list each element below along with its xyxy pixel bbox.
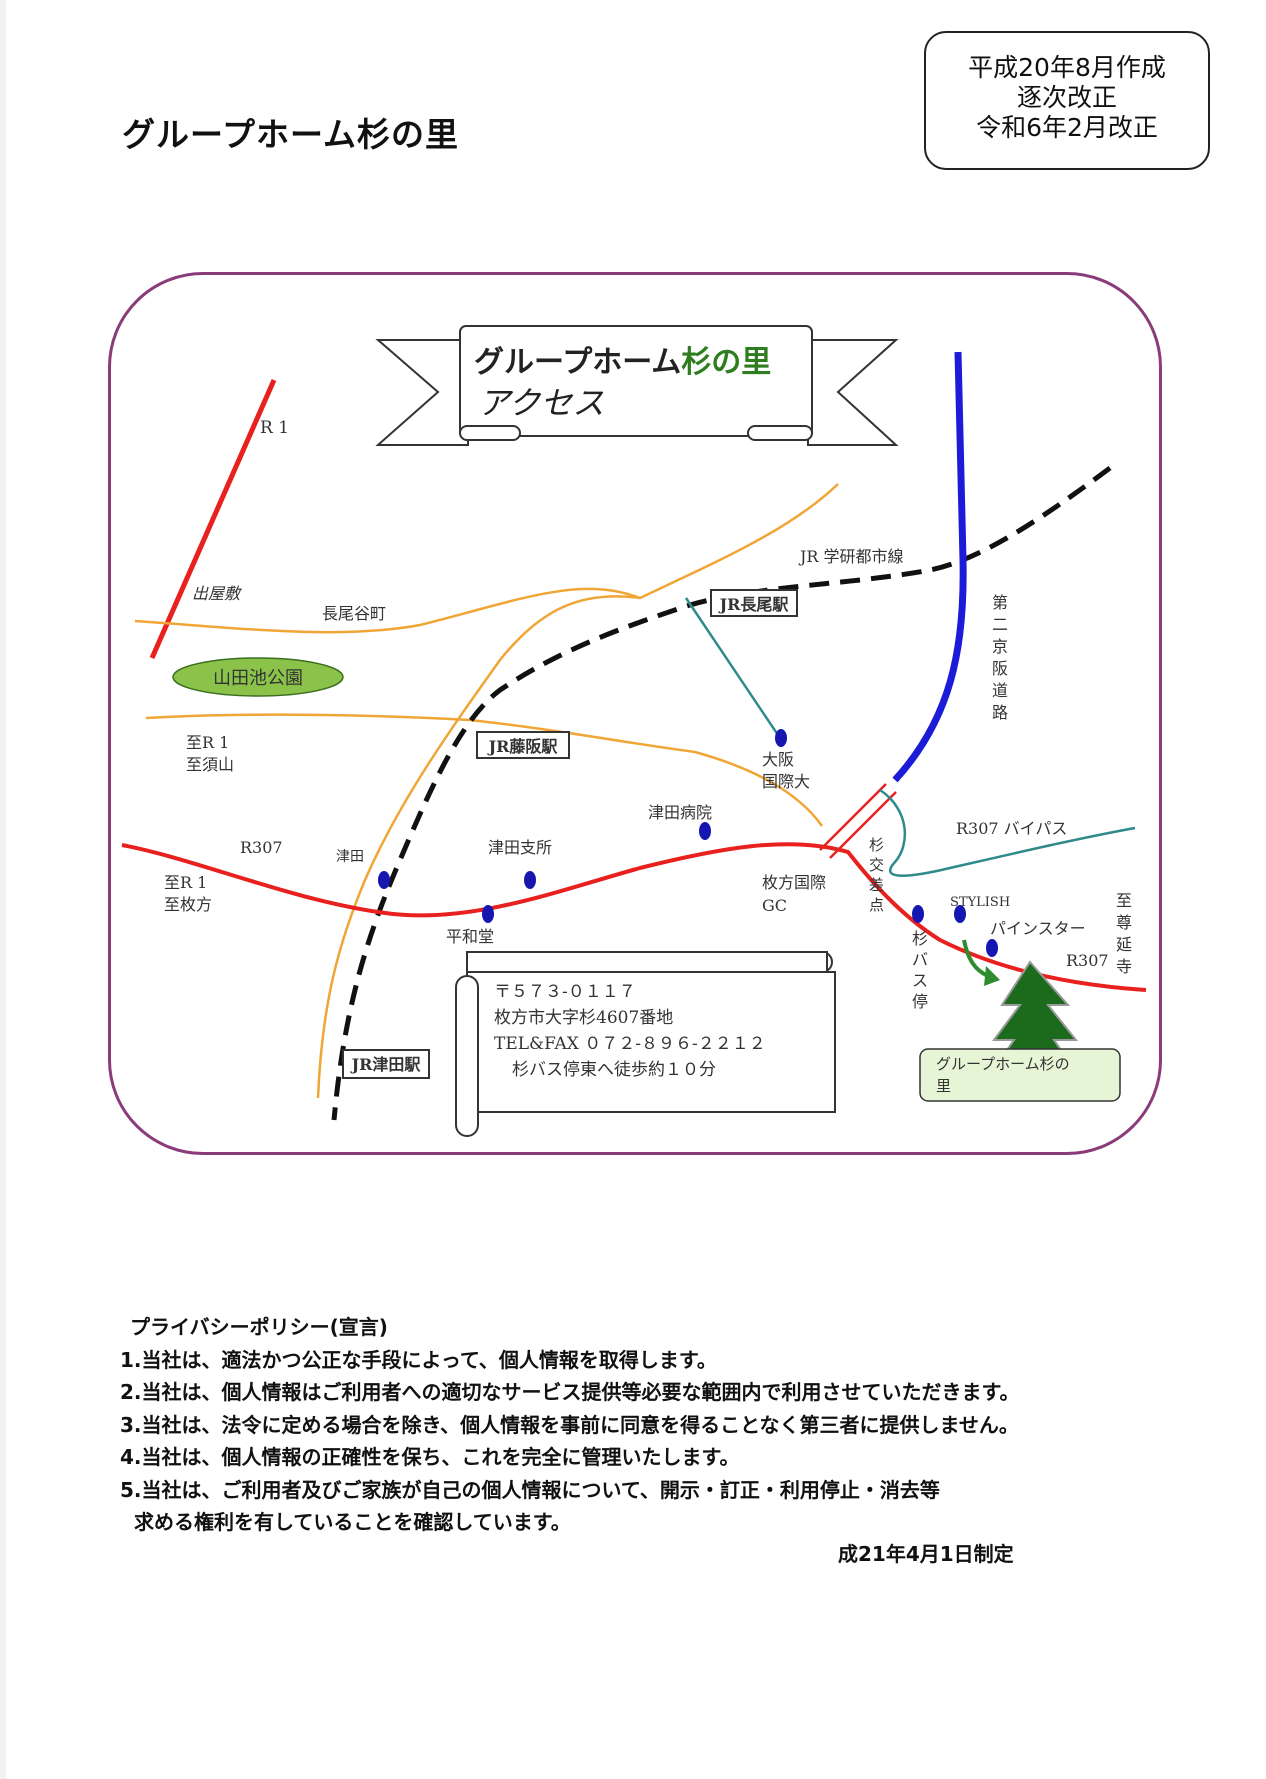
sugi-crossing-label: 杉交差点: [869, 836, 884, 914]
to-sonenji-label: 至尊延寺: [1116, 891, 1132, 976]
demyashiki-label: 出屋敷: [192, 584, 242, 603]
jr-tsuda-station: JR津田駅: [350, 1055, 422, 1074]
revision-ongoing: 逐次改正: [1016, 83, 1117, 112]
painstar-label: パインスター: [990, 919, 1086, 938]
revision-latest: 令和6年2月改正: [976, 113, 1158, 142]
privacy-item-2: 2.当社は、個人情報はご利用者への適切なサービス提供等必要な範囲内で利用させてい…: [120, 1380, 1020, 1404]
r1-road: [149, 378, 277, 660]
r307-label-west: R307: [240, 838, 283, 857]
privacy-item-4: 4.当社は、個人情報の正確性を保ち、これを完全に管理いたします。: [120, 1445, 740, 1469]
privacy-policy: プライバシーポリシー(宣言) 1.当社は、適法かつ公正な手段によって、個人情報を…: [120, 1311, 1180, 1539]
stylish-label: STYLISH: [950, 895, 1010, 910]
address-location: 枚方市大字杉4607番地: [494, 1008, 673, 1028]
page-title: グループホーム杉の里: [122, 115, 460, 154]
destination-box: [919, 1048, 1121, 1102]
local-road-west: [316, 595, 641, 1099]
to-hirakata-label: 至枚方: [164, 895, 212, 914]
revision-created: 平成20年8月作成: [968, 53, 1166, 82]
privacy-item-1: 1.当社は、適法かつ公正な手段によって、個人情報を取得します。: [120, 1347, 717, 1372]
to-r1-bottom-label: 至R 1: [164, 873, 207, 892]
page-edge: [0, 0, 6, 1779]
nagaodanicho-label: 長尾谷町: [322, 604, 386, 623]
banner-subtitle: アクセス: [478, 384, 604, 422]
r307-label-east: R307: [1066, 951, 1109, 970]
access-map: グループホーム杉の里 アクセス 山田池公園: [121, 325, 1147, 1137]
revision-box: 平成20年8月作成 逐次改正 令和6年2月改正: [924, 31, 1210, 170]
to-r1-label: 至R 1: [186, 733, 229, 752]
bus-stops: [378, 729, 998, 957]
r1-label: R 1: [260, 418, 289, 438]
bus-stop-tsuda: [378, 871, 390, 889]
bus-stop-stylish: [954, 905, 966, 923]
banner-title: グループホーム: [474, 345, 681, 380]
station-boxes: [342, 589, 798, 1079]
svg-text:グループホーム杉の里: グループホーム杉の里: [474, 345, 771, 380]
address-postal: 〒５７３-０１１７: [494, 982, 636, 1002]
map-banner: グループホーム杉の里 アクセス: [375, 325, 899, 446]
enacted-date: 成21年4月1日制定: [838, 1542, 1014, 1566]
address-tel: TEL&FAX ０７２-８９６-２２１２: [494, 1034, 766, 1054]
tsuda-label: 津田: [336, 849, 364, 865]
tsuda-branch-label: 津田支所: [488, 838, 552, 857]
local-road-middle: [145, 713, 824, 827]
bus-stop-heiwado: [482, 905, 494, 923]
r307-bypass-label: R307 バイパス: [956, 819, 1067, 838]
osaka-kokusai-label-2: 国際大: [762, 772, 810, 791]
expressway-ramp-b: [829, 791, 897, 859]
address-access: 杉バス停東へ徒歩約１０分: [512, 1060, 716, 1080]
destination-line-2: 里: [936, 1077, 951, 1095]
hirakata-gc-label-2: GC: [762, 896, 787, 915]
local-roads: [134, 483, 839, 1099]
sugi-bus-stop-label: 杉バス停: [912, 929, 928, 1011]
daini-keihan-road: [892, 351, 967, 783]
heiwado-label: 平和堂: [446, 927, 494, 946]
bus-stop-painstar: [986, 939, 998, 957]
bus-stop-osaka-kokusai: [775, 729, 787, 747]
map-frame: [108, 272, 1162, 1155]
hirakata-gc-label: 枚方国際: [762, 873, 826, 892]
osaka-kokusai-road: [684, 597, 782, 739]
jr-nagao-station: JR長尾駅: [718, 595, 790, 614]
r307-road: [121, 842, 1147, 992]
jr-line-label: JR 学研都市線: [798, 547, 904, 566]
teal-roads: [684, 597, 1136, 877]
jr-fujisaka-station: JR藤阪駅: [487, 737, 559, 756]
privacy-item-3: 3.当社は、法令に定める場合を除き、個人情報を事前に同意を得ることなく第三者に提…: [120, 1412, 1019, 1437]
bus-stop-tsuda-branch: [524, 871, 536, 889]
green-arrow-icon: [962, 939, 989, 978]
yamadaike-park: [172, 657, 344, 697]
privacy-heading: プライバシーポリシー(宣言): [130, 1315, 388, 1339]
daini-keihan-label: 第二京阪道路: [992, 593, 1008, 722]
local-road-north: [134, 483, 839, 634]
to-suyama-label: 至須山: [186, 755, 234, 774]
expressway-ramp-a: [819, 783, 887, 851]
banner-title-accent: 杉の里: [681, 345, 771, 380]
privacy-item-5: 5.当社は、ご利用者及びご家族が自己の個人情報について、開示・訂正・利用停止・消…: [120, 1477, 940, 1502]
privacy-item-5-cont: 求める権利を有していることを確認しています。: [134, 1510, 571, 1534]
jr-gakkentoshi-line: [331, 465, 1112, 1121]
osaka-kokusai-label: 大阪: [762, 750, 794, 769]
tsuda-hospital-label: 津田病院: [648, 803, 712, 822]
r307-bypass-road: [879, 788, 1136, 877]
destination-line-1: グループホーム杉の: [936, 1055, 1070, 1073]
park-label: 山田池公園: [213, 668, 303, 689]
green-arrowhead-icon: [984, 966, 1000, 986]
bus-stop-tsuda-hospital: [699, 822, 711, 840]
bus-stop-sugi: [912, 905, 924, 923]
address-scroll: [455, 951, 836, 1137]
